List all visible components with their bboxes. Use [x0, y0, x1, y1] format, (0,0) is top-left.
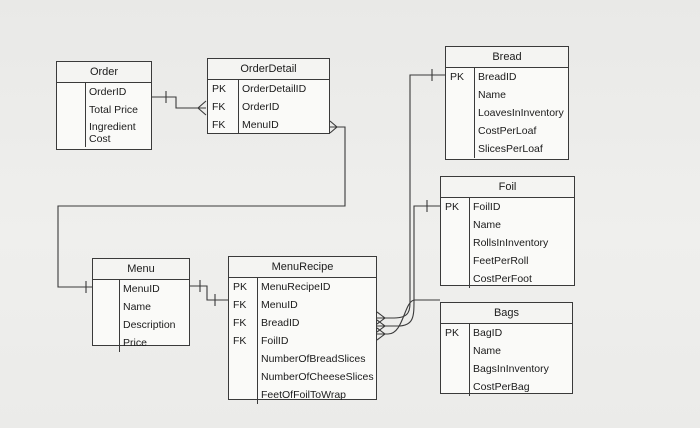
field-bagsininventory: BagsInInventory: [473, 363, 549, 375]
field-slicesperloaf: SlicesPerLoaf: [478, 143, 543, 155]
field-price: Price: [123, 337, 147, 349]
connector-menurecipe-foil: [377, 205, 440, 327]
table-foil[interactable]: Foil PK FoilID Name RollsInInventory Fee…: [440, 176, 575, 288]
table-title: Bread: [446, 47, 568, 68]
table-orderdetail[interactable]: OrderDetail PK FK FK OrderDetailID Order…: [207, 58, 330, 134]
field-numberofcheeseslices: NumberOfCheeseSlices: [261, 371, 374, 383]
field-name: Name: [478, 89, 507, 101]
key-fk: FK: [233, 317, 247, 329]
key-fk: FK: [233, 335, 247, 347]
connector-orderdetail-menu: [57, 126, 346, 288]
connector-menurecipe-bread: [377, 74, 445, 319]
field-menuid: MenuID: [242, 119, 279, 131]
field-feetoffoiltowrap: FeetOfFoilToWrap: [261, 389, 346, 401]
field-name: Name: [473, 219, 502, 231]
table-title: Order: [57, 62, 151, 83]
field-ingredient-cost: Ingredient Cost: [89, 121, 136, 145]
key-pk: PK: [445, 201, 460, 213]
key-pk: PK: [445, 327, 460, 339]
key-fk: FK: [212, 101, 226, 113]
field-menuid: MenuID: [123, 283, 160, 295]
field-name: Name: [123, 301, 152, 313]
key-pk: PK: [233, 281, 248, 293]
field-total-price: Total Price: [89, 104, 139, 116]
connector-orderdetail-crowfoot: [197, 100, 207, 116]
table-title: OrderDetail: [208, 59, 329, 80]
field-breadid: BreadID: [261, 317, 300, 329]
connector-menurecipe-bags: [377, 299, 440, 335]
field-bagid: BagID: [473, 327, 503, 339]
field-costperbag: CostPerBag: [473, 381, 530, 393]
table-title: Menu: [93, 259, 189, 280]
field-description: Description: [123, 319, 176, 331]
field-orderid: OrderID: [242, 101, 280, 113]
field-foilid: FoilID: [473, 201, 501, 213]
connector-menu-menurecipe: [190, 285, 228, 301]
table-bags[interactable]: Bags PK BagID Name BagsInInventory CostP…: [440, 302, 573, 396]
field-costperloaf: CostPerLoaf: [478, 125, 537, 137]
field-feetperroll: FeetPerRoll: [473, 255, 529, 267]
field-breadid: BreadID: [478, 71, 517, 83]
key-fk: FK: [212, 119, 226, 131]
field-rollsininventory: RollsInInventory: [473, 237, 549, 249]
key-pk: PK: [450, 71, 465, 83]
table-title: Foil: [441, 177, 574, 198]
table-order[interactable]: Order OrderID Total Price Ingredient Cos…: [56, 61, 152, 150]
table-title: Bags: [441, 303, 572, 324]
key-fk: FK: [233, 299, 247, 311]
key-pk: PK: [212, 83, 227, 95]
connector-orderdetail-arrow: [329, 120, 338, 134]
connector-bags-crowfoot: [376, 327, 386, 341]
table-title: MenuRecipe: [229, 257, 376, 278]
field-foilid: FoilID: [261, 335, 289, 347]
table-menu[interactable]: Menu MenuID Name Description Price: [92, 258, 190, 352]
field-orderdetailid: OrderDetailID: [242, 83, 307, 95]
field-numberofbreadslices: NumberOfBreadSlices: [261, 353, 366, 365]
connector-order-orderdetail: [152, 96, 206, 109]
field-menurecipeid: MenuRecipeID: [261, 281, 331, 293]
table-menurecipe[interactable]: MenuRecipe PK FK FK FK MenuRecipeID Menu…: [228, 256, 377, 404]
field-menuid: MenuID: [261, 299, 298, 311]
field-name: Name: [473, 345, 502, 357]
table-bread[interactable]: Bread PK BreadID Name LoavesInInventory …: [445, 46, 569, 160]
field-costperfoot: CostPerFoot: [473, 273, 532, 285]
field-orderid: OrderID: [89, 86, 127, 98]
field-loavesininventory: LoavesInInventory: [478, 107, 564, 119]
